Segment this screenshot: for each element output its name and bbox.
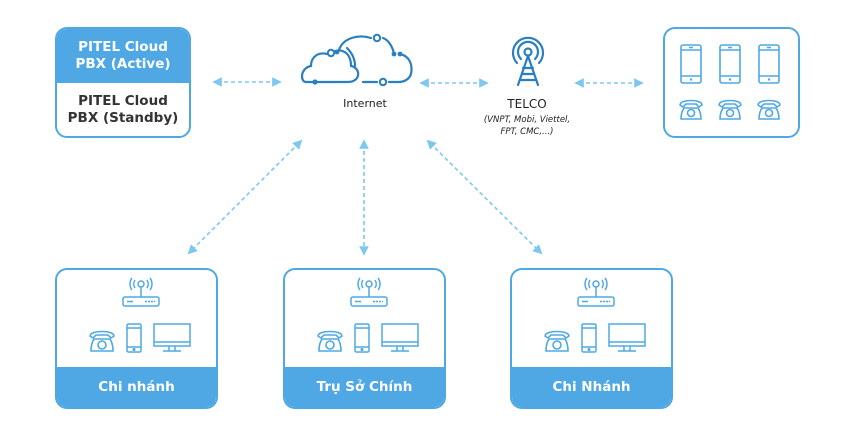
desk-phone-icon — [679, 99, 703, 120]
site-devices — [544, 277, 646, 353]
smartphone-icon — [719, 44, 741, 84]
smartphone-icon — [581, 323, 597, 353]
site-headquarters: Trụ Sở Chính — [283, 268, 446, 409]
wifi-router-icon — [350, 277, 388, 307]
site-label: Chi nhánh — [57, 367, 216, 407]
desk-phone-icon — [89, 330, 115, 352]
monitor-icon — [153, 323, 191, 352]
endpoints-box — [663, 27, 800, 138]
pbx-standby-line2: PBX (Standby) — [67, 109, 179, 126]
smartphone-icon — [680, 44, 702, 84]
wifi-router-icon — [577, 277, 615, 307]
internet-label: Internet — [343, 97, 387, 110]
desk-phone-icon — [544, 330, 570, 352]
site-devices — [317, 277, 419, 353]
desk-phone-icon — [317, 330, 343, 352]
radio-tower-icon — [511, 36, 545, 87]
site-branch-1: Chi nhánh — [55, 268, 218, 409]
telco-providers: (VNPT, Mobi, Viettel, FPT, CMC,...) — [462, 114, 592, 138]
arrow-internet-branch-2 — [426, 139, 543, 255]
wifi-router-icon — [122, 277, 160, 307]
pbx-standby-line1: PITEL Cloud — [78, 92, 168, 109]
smartphone-icon — [126, 323, 142, 353]
endpoint-devices — [679, 44, 781, 120]
monitor-icon — [608, 323, 646, 352]
site-devices — [89, 277, 191, 353]
site-branch-2: Chi Nhánh — [510, 268, 673, 409]
smartphone-icon — [758, 44, 780, 84]
site-label: Chi Nhánh — [512, 367, 671, 407]
desk-phone-icon — [718, 99, 742, 120]
telco-providers-line1: (VNPT, Mobi, Viettel, — [483, 115, 571, 125]
monitor-icon — [381, 323, 419, 352]
desk-phone-icon — [757, 99, 781, 120]
smartphone-icon — [354, 323, 370, 353]
pbx-active-line2: PBX (Active) — [75, 56, 171, 72]
pbx-active-line1: PITEL Cloud — [78, 39, 168, 55]
telco-providers-line2: FPT, CMC,...) — [500, 127, 554, 137]
site-label: Trụ Sở Chính — [285, 367, 444, 407]
arrow-internet-branch-1 — [187, 139, 303, 255]
cloud-network-icon — [300, 33, 413, 87]
telco-label: TELCO — [507, 97, 547, 111]
